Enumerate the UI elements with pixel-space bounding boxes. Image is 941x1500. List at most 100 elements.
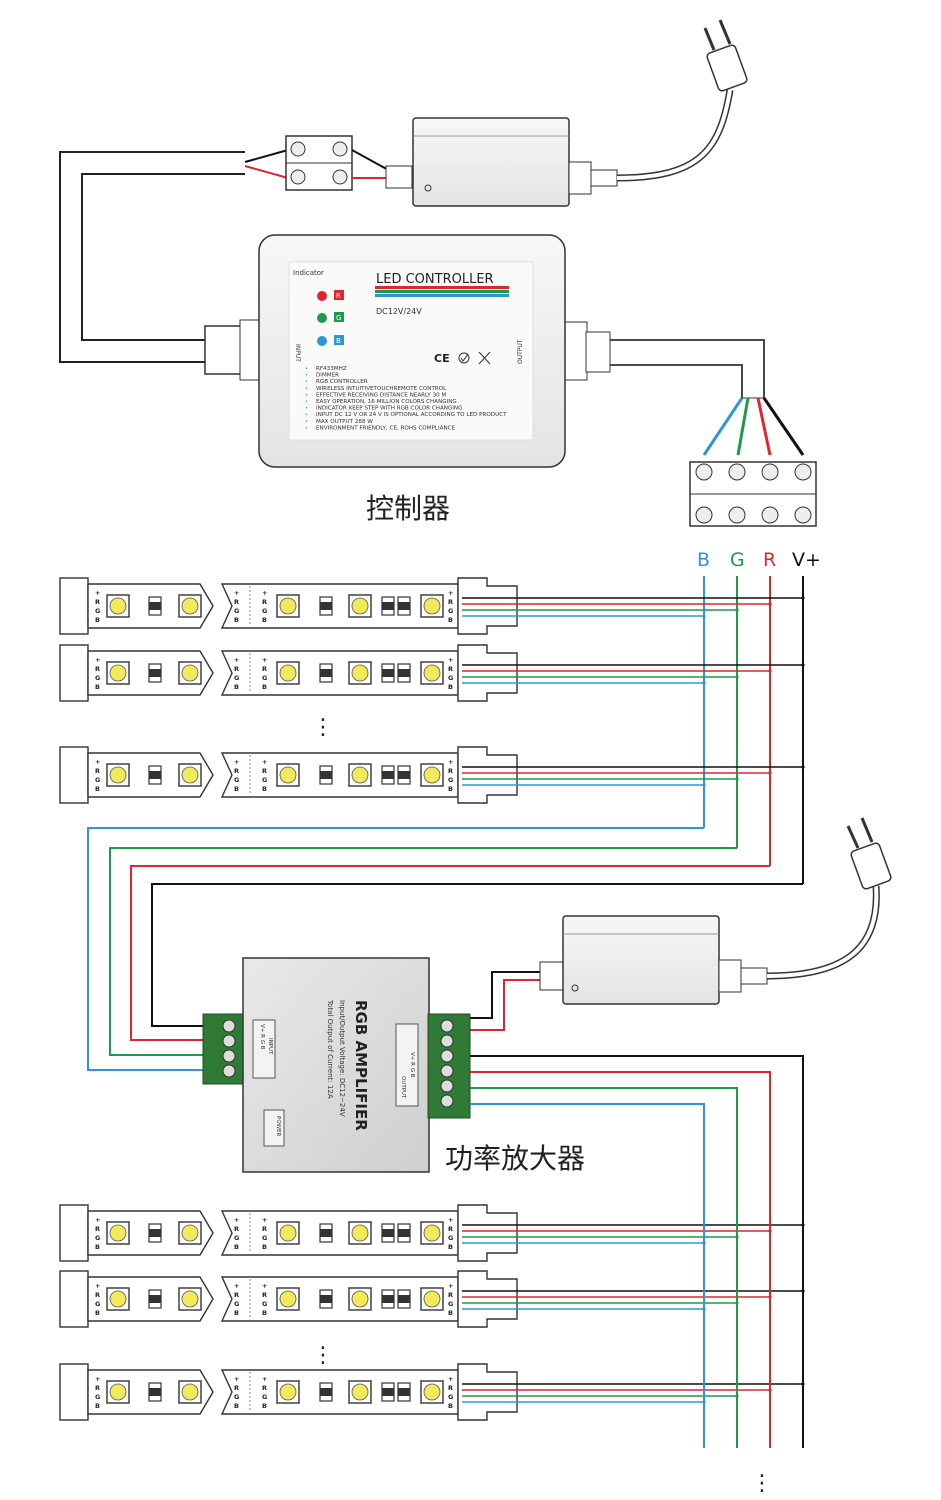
strip-end-cap xyxy=(59,1204,89,1262)
led-emitter xyxy=(109,597,127,615)
resistor-body xyxy=(320,1295,332,1303)
resistor-body xyxy=(398,1295,410,1303)
pin-label-a-2: G xyxy=(95,674,100,682)
led-emitter xyxy=(423,1224,441,1242)
bus-wires-upper xyxy=(87,576,804,1071)
wire-junction xyxy=(702,614,706,618)
resistor-body xyxy=(149,1388,161,1396)
amplifier-input-label: INPUT xyxy=(267,1038,273,1055)
led-strip-row: +RGB+RGB+RGB+RGB xyxy=(59,1270,805,1328)
pin-label-b3-2: G xyxy=(448,776,453,784)
power-supply-top xyxy=(59,19,748,363)
resistor-body xyxy=(320,771,332,779)
wire-junction xyxy=(735,675,739,679)
pin-label-b3-0: + xyxy=(448,1216,453,1224)
strip-connector xyxy=(457,1363,518,1421)
terminal-label-r: R xyxy=(763,549,776,571)
resistor-body xyxy=(149,602,161,610)
pin-label-b2-1: R xyxy=(262,598,267,606)
pin-label-b1-2: G xyxy=(234,607,239,615)
led-strip-row: +RGB+RGB+RGB+RGB xyxy=(59,577,805,635)
spec-bullet: • xyxy=(305,366,308,372)
indicator-letter-g: G xyxy=(336,314,341,322)
pin-label-b1-0: + xyxy=(234,656,239,664)
pin-label-a-3: B xyxy=(95,683,100,691)
spec-line-3: WIRELESS INTUITIVETOUCHREMOTE CONTROL xyxy=(316,386,447,392)
pin-label-b3-0: + xyxy=(448,589,453,597)
led-emitter xyxy=(109,1224,127,1242)
indicator-led-red xyxy=(317,291,327,301)
pin-label-b3-2: G xyxy=(448,674,453,682)
resistor-body xyxy=(382,669,394,677)
led-emitter xyxy=(423,664,441,682)
resistor-body xyxy=(398,602,410,610)
wire-junction xyxy=(702,783,706,787)
pin-label-b3-3: B xyxy=(448,785,453,793)
controller-input-label: INPUT xyxy=(294,344,301,362)
pin-label-b3-1: R xyxy=(448,598,453,606)
pin-label-b1-1: R xyxy=(234,1291,239,1299)
pin-label-b3-3: B xyxy=(448,616,453,624)
strip-connector xyxy=(457,1270,518,1328)
spec-bullet: • xyxy=(305,419,308,425)
resistor-body xyxy=(320,602,332,610)
pin-label-a-2: G xyxy=(95,776,100,784)
led-strip-row: +RGB+RGB+RGB+RGB xyxy=(59,1204,805,1262)
spec-bullet: • xyxy=(305,412,308,418)
led-emitter xyxy=(109,1290,127,1308)
terminal-label-b: B xyxy=(697,549,710,571)
strip-end-cap xyxy=(59,577,89,635)
output-terminal-block xyxy=(689,397,817,527)
led-emitter xyxy=(181,1383,199,1401)
pin-label-b2-2: G xyxy=(262,776,267,784)
strip-end-cap xyxy=(59,1363,89,1421)
led-strips-upper: +RGB+RGB+RGB+RGB+RGB+RGB+RGB+RGB+RGB+RGB… xyxy=(59,577,805,804)
led-emitter xyxy=(279,1383,297,1401)
led-emitter xyxy=(279,664,297,682)
spec-line-1: DIMMER xyxy=(316,373,339,379)
resistor-body xyxy=(320,1388,332,1396)
wire-junction xyxy=(801,663,805,667)
pin-label-b3-0: + xyxy=(448,656,453,664)
pin-label-b2-0: + xyxy=(262,1282,267,1290)
led-emitter xyxy=(109,766,127,784)
spec-bullet: • xyxy=(305,379,308,385)
spec-bullet: • xyxy=(305,373,308,379)
pin-label-a-1: R xyxy=(95,767,100,775)
resistor-body xyxy=(382,1388,394,1396)
cert-weee-icon xyxy=(478,351,491,365)
amplifier-output-pins: V+ R G B xyxy=(409,1052,415,1078)
controller-caption: 控制器 xyxy=(366,492,450,525)
pin-label-b3-3: B xyxy=(448,1243,453,1251)
pin-label-b1-3: B xyxy=(234,785,239,793)
pin-label-b2-3: B xyxy=(262,1402,267,1410)
wire-junction xyxy=(801,765,805,769)
pin-label-b1-3: B xyxy=(234,1402,239,1410)
wire-junction xyxy=(735,608,739,612)
led-emitter xyxy=(181,664,199,682)
pin-label-b1-2: G xyxy=(234,1300,239,1308)
resistor-body xyxy=(382,771,394,779)
strip-connector xyxy=(457,644,518,702)
pin-label-b2-3: B xyxy=(262,616,267,624)
pin-label-a-3: B xyxy=(95,785,100,793)
pin-label-a-0: + xyxy=(95,1216,100,1224)
spec-bullet: • xyxy=(305,386,308,392)
pin-label-b3-0: + xyxy=(448,758,453,766)
pin-label-b3-3: B xyxy=(448,1402,453,1410)
spec-line-0: RF433MHZ xyxy=(316,366,347,372)
pin-label-b2-0: + xyxy=(262,656,267,664)
pin-label-b2-3: B xyxy=(262,785,267,793)
led-strip-row: +RGB+RGB+RGB+RGB xyxy=(59,1363,805,1421)
pin-label-a-1: R xyxy=(95,665,100,673)
pin-label-b2-1: R xyxy=(262,1225,267,1233)
led-emitter xyxy=(109,1383,127,1401)
pin-label-b1-3: B xyxy=(234,1243,239,1251)
led-emitter xyxy=(351,766,369,784)
led-strips-lower: +RGB+RGB+RGB+RGB+RGB+RGB+RGB+RGB+RGB+RGB… xyxy=(59,1204,805,1421)
indicator-letter-b: B xyxy=(336,337,341,345)
terminal-label-g: G xyxy=(730,549,745,571)
resistor-body xyxy=(398,771,410,779)
led-emitter xyxy=(279,1290,297,1308)
controller-title: LED CONTROLLER xyxy=(376,272,494,287)
